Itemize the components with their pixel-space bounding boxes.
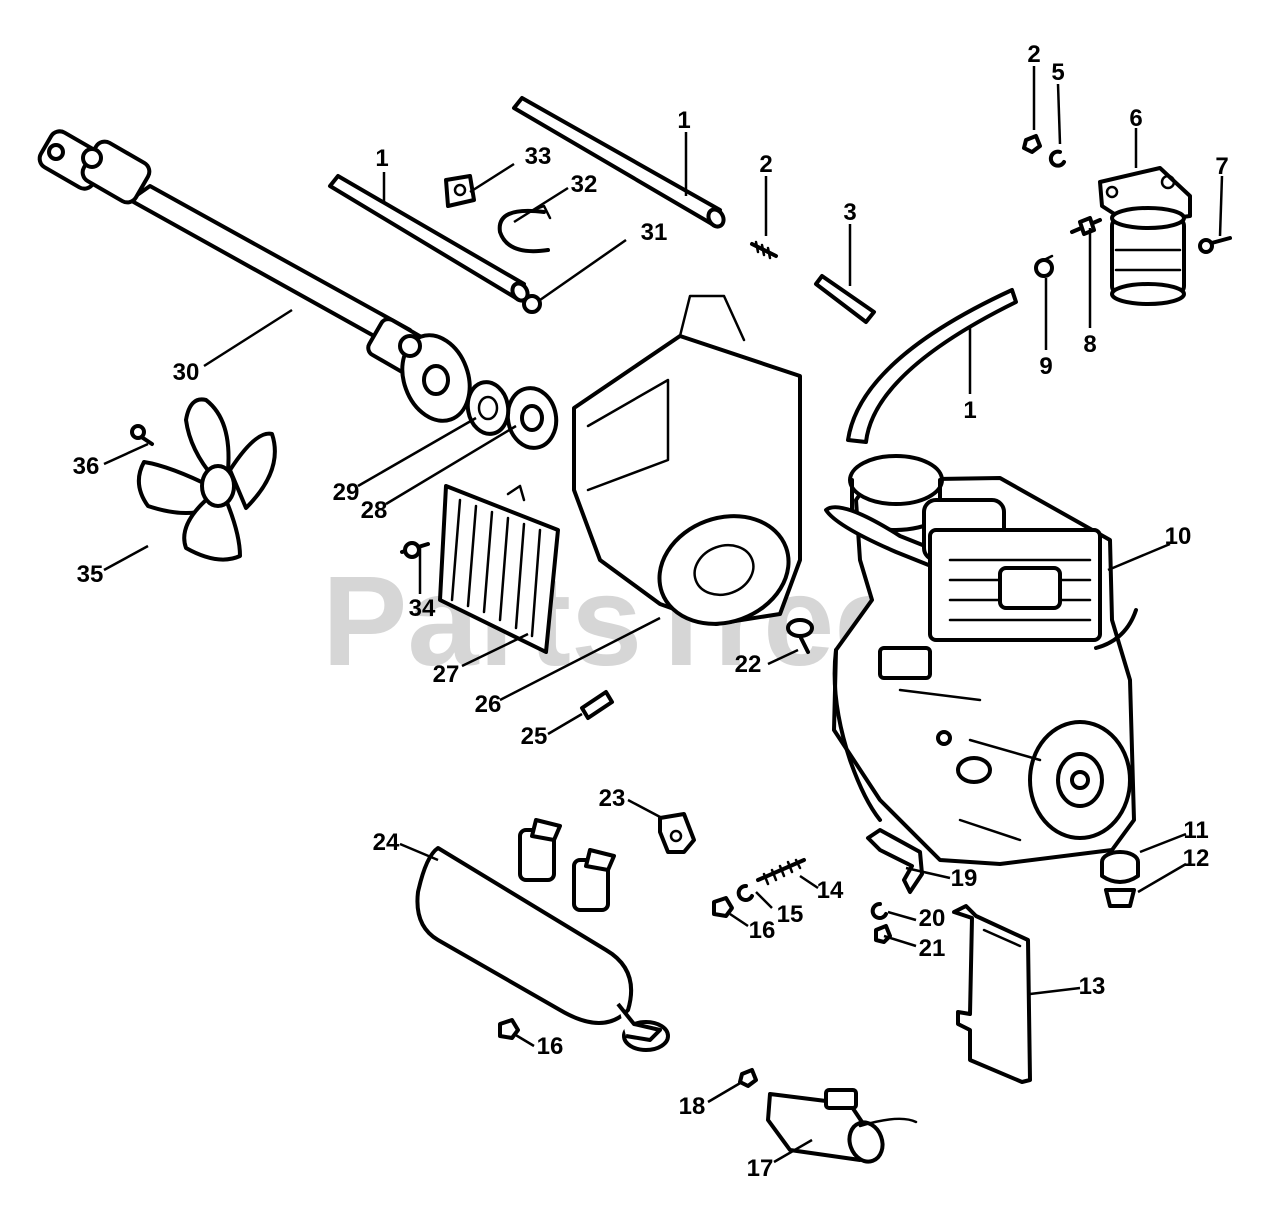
cooling-fan	[136, 397, 277, 562]
callout-label: 1	[375, 145, 388, 172]
callout-label: 25	[521, 723, 548, 750]
nut	[874, 924, 892, 944]
screen-panel	[438, 484, 560, 654]
callout-label: 35	[77, 561, 104, 588]
leader-lines	[103, 66, 1224, 1164]
stud-pin	[750, 240, 778, 260]
callout-label: 6	[1129, 105, 1142, 132]
callout-label: 23	[599, 785, 626, 812]
lock-washer	[1048, 149, 1066, 168]
fitting	[1070, 216, 1102, 236]
callout-label: 30	[173, 359, 200, 386]
callout-label: 26	[475, 691, 502, 718]
nut	[738, 1068, 758, 1088]
callout-label: 24	[373, 829, 400, 856]
callout-label: 32	[571, 171, 598, 198]
screw	[1198, 236, 1232, 254]
callout-label: 28	[361, 497, 388, 524]
callout-label: 10	[1165, 523, 1192, 550]
bracket	[866, 828, 924, 894]
stud	[756, 858, 806, 886]
callout-label: 13	[1079, 973, 1106, 1000]
drive-shaft	[37, 129, 472, 423]
callout-label: 16	[749, 917, 776, 944]
callout-label: 21	[919, 935, 946, 962]
callout-label: 9	[1039, 353, 1052, 380]
callout-label: 2	[1027, 41, 1040, 68]
washer	[736, 884, 754, 902]
clamp	[444, 174, 476, 208]
callout-label: 18	[679, 1093, 706, 1120]
engine	[824, 454, 1138, 866]
callout-label: 7	[1215, 153, 1228, 180]
callout-label: 17	[747, 1155, 774, 1182]
ring-clip	[522, 294, 542, 314]
callout-label: 11	[1183, 817, 1208, 844]
callout-label: 3	[843, 199, 856, 226]
callout-label: 14	[817, 877, 844, 904]
callout-label: 36	[73, 453, 100, 480]
callout-label: 1	[677, 107, 690, 134]
callout-label: 5	[1051, 59, 1064, 86]
tube	[512, 96, 726, 229]
tube	[328, 174, 530, 303]
fuel-filter	[1098, 166, 1192, 306]
mount-spacer	[1104, 888, 1136, 908]
callout-label: 16	[537, 1033, 564, 1060]
gasket	[658, 812, 696, 854]
seal	[505, 386, 559, 450]
callout-label: 19	[951, 865, 978, 892]
mounting-bracket	[952, 904, 1032, 1084]
nut	[712, 896, 734, 918]
blower-housing	[572, 294, 802, 626]
callout-label: 31	[641, 219, 668, 246]
callout-label: 2	[759, 151, 772, 178]
rubber-mount	[1100, 850, 1140, 884]
lock-washer	[870, 902, 888, 920]
callout-label: 12	[1183, 845, 1210, 872]
nut	[1022, 134, 1042, 154]
sleeve	[814, 274, 876, 324]
callout-label: 8	[1083, 331, 1096, 358]
callout-label: 1	[963, 397, 976, 424]
hose-clip	[497, 204, 552, 254]
screw	[130, 424, 154, 446]
bearing	[465, 380, 511, 436]
solenoid	[766, 1088, 918, 1164]
callout-label: 34	[409, 595, 436, 622]
bolt	[786, 618, 814, 654]
callout-label: 22	[735, 651, 762, 678]
hose	[846, 288, 1018, 444]
callout-label: 15	[777, 901, 804, 928]
pin	[580, 690, 614, 720]
callout-label: 27	[433, 661, 460, 688]
elbow-fitting	[1034, 254, 1054, 278]
muffler	[415, 818, 670, 1052]
callout-label: 33	[525, 143, 552, 170]
fitting	[400, 541, 430, 559]
callout-label: 20	[919, 905, 946, 932]
callout-labels: 1 1 1 2 2 3 5 6 7 8 9 10 11 12 13 14 15 …	[73, 41, 1229, 1182]
callout-label: 29	[333, 479, 360, 506]
